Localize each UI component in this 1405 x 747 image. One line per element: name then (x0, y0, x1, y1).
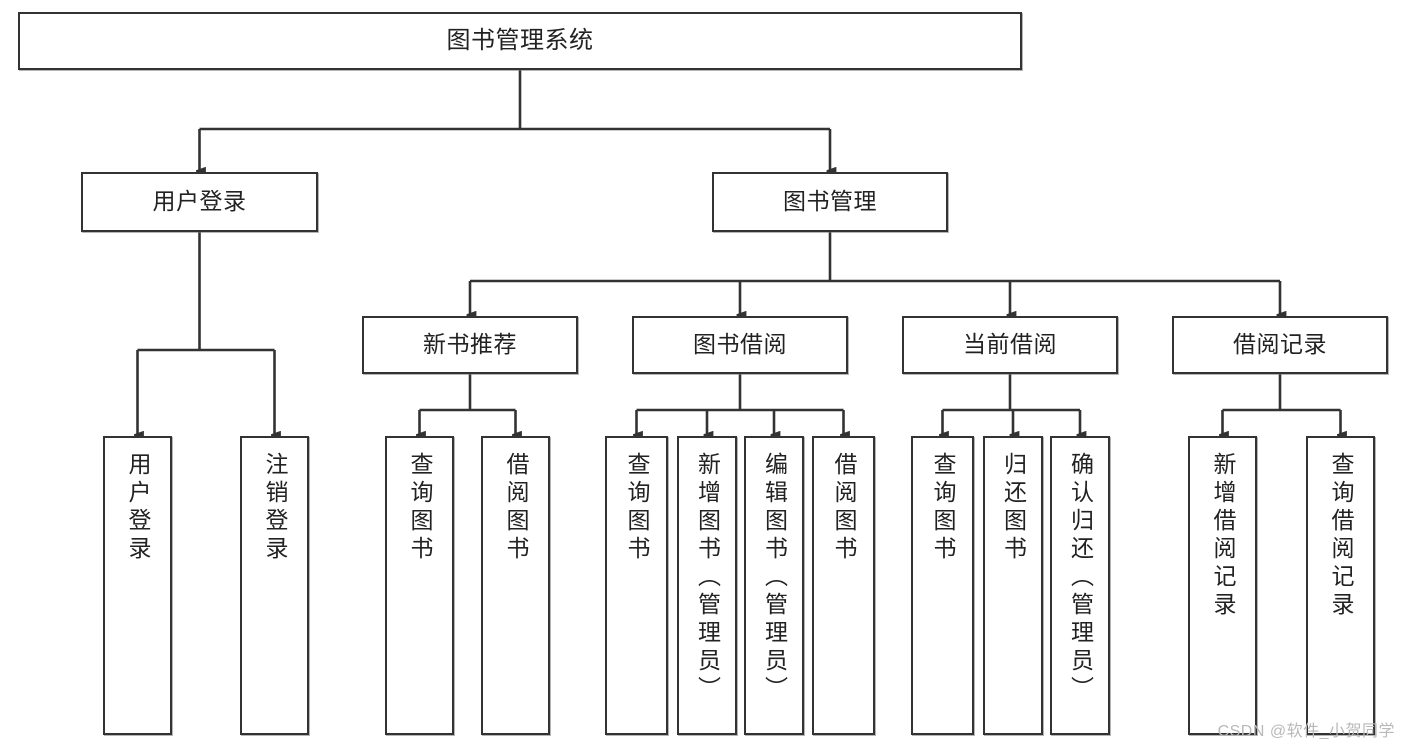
node-current[interactable]: 当前借阅 (902, 316, 1118, 374)
node-l_borrow2[interactable]: 借阅图书 (812, 436, 875, 735)
node-label: 用户登录 (125, 452, 151, 564)
node-l_confirm[interactable]: 确认归还（管理员） (1050, 436, 1110, 735)
node-l_return[interactable]: 归还图书 (983, 436, 1043, 735)
node-label: 查询借阅记录 (1328, 452, 1354, 620)
node-label: 新书推荐 (423, 331, 517, 358)
node-l_logout[interactable]: 注销登录 (240, 436, 309, 735)
edge-group (138, 70, 1341, 435)
node-l_addrec[interactable]: 新增借阅记录 (1188, 436, 1257, 735)
node-l_query3[interactable]: 查询图书 (911, 436, 974, 735)
node-bookmgmt[interactable]: 图书管理 (712, 172, 948, 232)
node-label: 借阅图书 (831, 452, 857, 564)
node-l_add[interactable]: 新增图书（管理员） (677, 436, 737, 735)
node-records[interactable]: 借阅记录 (1172, 316, 1388, 374)
node-label: 图书借阅 (693, 331, 787, 358)
node-label: 借阅记录 (1233, 331, 1327, 358)
node-label: 注销登录 (262, 452, 288, 564)
node-label: 查询图书 (930, 452, 956, 564)
node-l_borrow1[interactable]: 借阅图书 (481, 436, 550, 735)
node-label: 借阅图书 (503, 452, 529, 564)
node-l_edit[interactable]: 编辑图书（管理员） (744, 436, 804, 735)
node-l_query1[interactable]: 查询图书 (385, 436, 454, 735)
node-root[interactable]: 图书管理系统 (18, 12, 1022, 70)
node-label: 图书管理系统 (446, 26, 594, 54)
node-l_login[interactable]: 用户登录 (103, 436, 172, 735)
node-label: 查询图书 (624, 452, 650, 564)
node-login[interactable]: 用户登录 (81, 172, 318, 232)
node-label: 编辑图书（管理员） (761, 452, 788, 704)
node-borrow[interactable]: 图书借阅 (632, 316, 848, 374)
node-label: 归还图书 (1000, 452, 1027, 564)
node-label: 新增图书（管理员） (694, 452, 721, 704)
node-l_queryrec[interactable]: 查询借阅记录 (1306, 436, 1375, 735)
node-label: 查询图书 (407, 452, 433, 564)
node-label: 确认归还（管理员） (1067, 452, 1094, 704)
node-label: 新增借阅记录 (1210, 452, 1236, 620)
node-label: 图书管理 (783, 188, 877, 215)
node-newbook[interactable]: 新书推荐 (362, 316, 578, 374)
node-l_query2[interactable]: 查询图书 (605, 436, 668, 735)
node-label: 用户登录 (152, 188, 247, 215)
node-label: 当前借阅 (963, 331, 1057, 358)
